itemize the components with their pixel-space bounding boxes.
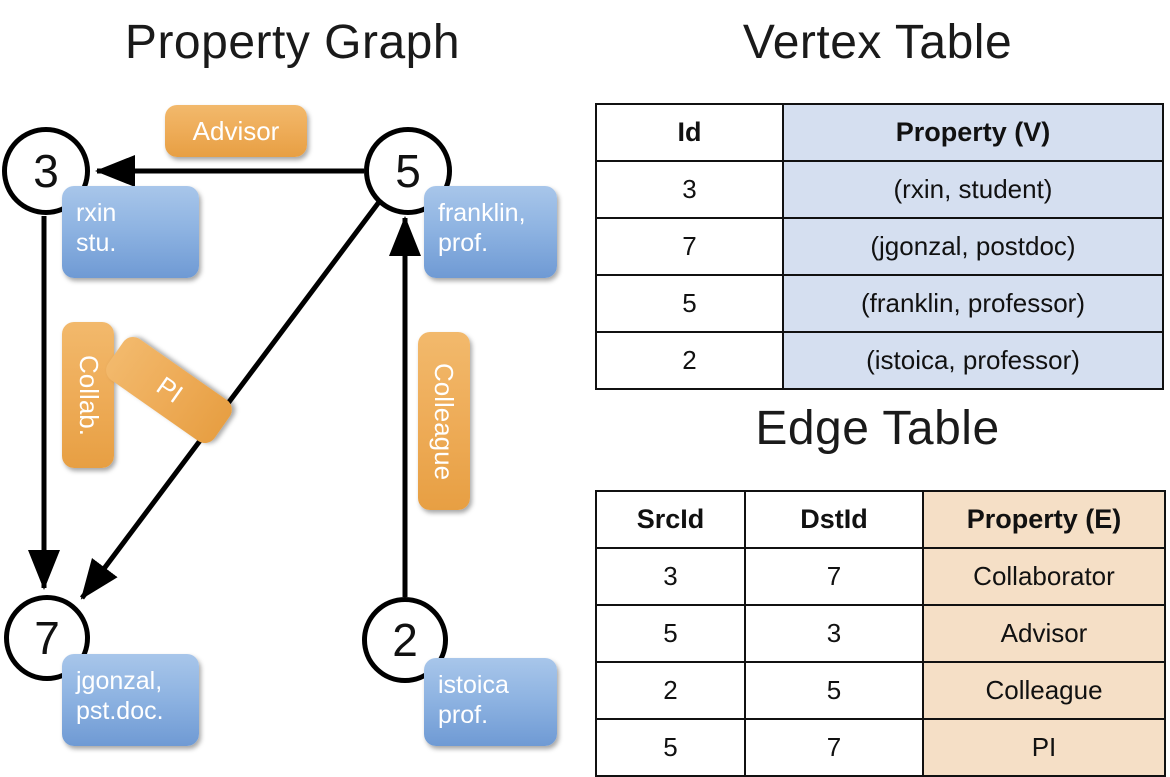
table-row[interactable]: 3 (rxin, student) bbox=[595, 160, 1164, 219]
vertex-property-rxin-line1: rxin bbox=[76, 199, 117, 227]
vertex-property-franklin-line1: franklin, bbox=[438, 199, 526, 227]
edge-cell-dstid: 7 bbox=[744, 718, 924, 777]
edge-cell-srcid: 2 bbox=[595, 661, 746, 720]
edge-cell-property: Colleague bbox=[922, 661, 1166, 720]
edge-cell-srcid: 5 bbox=[595, 604, 746, 663]
edge-label-colleague-text: Colleague bbox=[429, 362, 460, 480]
vertex-cell-id: 2 bbox=[595, 331, 784, 390]
vertex-property-jgonzal-line2: pst.doc. bbox=[76, 697, 164, 725]
edge-label-collab-text: Collab. bbox=[73, 354, 104, 436]
table-row[interactable]: 7 (jgonzal, postdoc) bbox=[595, 217, 1164, 276]
edge-table-header-row: SrcId DstId Property (E) bbox=[595, 490, 1166, 549]
graph-node-2[interactable]: 2 bbox=[362, 597, 448, 683]
edge-table: SrcId DstId Property (E) 3 7 Collaborato… bbox=[595, 490, 1166, 777]
vertex-property-rxin-line2: stu. bbox=[76, 229, 117, 257]
edge-cell-property: Advisor bbox=[922, 604, 1166, 663]
vertex-cell-property: (rxin, student) bbox=[782, 160, 1164, 219]
property-graph-title: Property Graph bbox=[124, 16, 461, 69]
edge-label-collab[interactable]: Collab. bbox=[62, 322, 114, 468]
vertex-table-header-property: Property (V) bbox=[782, 103, 1164, 162]
graph-node-5[interactable]: 5 bbox=[364, 127, 452, 215]
vertex-cell-id: 3 bbox=[595, 160, 784, 219]
property-graph-panel: Property Graph 3 5 7 2 rxin stu. frankli… bbox=[0, 0, 585, 760]
edge-cell-property: PI bbox=[922, 718, 1166, 777]
vertex-property-box-rxin[interactable]: rxin stu. bbox=[62, 186, 199, 278]
vertex-cell-property: (jgonzal, postdoc) bbox=[782, 217, 1164, 276]
vertex-table-header-id: Id bbox=[595, 103, 784, 162]
vertex-cell-property: (istoica, professor) bbox=[782, 331, 1164, 390]
table-row[interactable]: 5 7 PI bbox=[595, 718, 1166, 777]
edge-table-header-property: Property (E) bbox=[922, 490, 1166, 549]
vertex-table: Id Property (V) 3 (rxin, student) 7 (jgo… bbox=[595, 103, 1164, 390]
table-row[interactable]: 5 (franklin, professor) bbox=[595, 274, 1164, 333]
table-row[interactable]: 3 7 Collaborator bbox=[595, 547, 1166, 606]
edge-label-advisor[interactable]: Advisor bbox=[165, 105, 307, 157]
edge-table-title: Edge Table bbox=[755, 402, 1000, 455]
vertex-property-jgonzal-line1: jgonzal, bbox=[76, 667, 163, 695]
edge-cell-srcid: 5 bbox=[595, 718, 746, 777]
edge-label-colleague[interactable]: Colleague bbox=[418, 332, 470, 510]
vertex-cell-property: (franklin, professor) bbox=[782, 274, 1164, 333]
vertex-table-header-row: Id Property (V) bbox=[595, 103, 1164, 162]
vertex-property-istoica-line2: prof. bbox=[438, 701, 489, 729]
vertex-table-title: Vertex Table bbox=[742, 16, 1013, 69]
vertex-property-box-franklin[interactable]: franklin, prof. bbox=[424, 186, 557, 278]
vertex-cell-id: 7 bbox=[595, 217, 784, 276]
vertex-property-box-istoica[interactable]: istoica prof. bbox=[424, 658, 557, 746]
table-row[interactable]: 5 3 Advisor bbox=[595, 604, 1166, 663]
table-row[interactable]: 2 5 Colleague bbox=[595, 661, 1166, 720]
edge-label-pi-text: PI bbox=[150, 370, 188, 409]
edge-cell-property: Collaborator bbox=[922, 547, 1166, 606]
edge-cell-dstid: 3 bbox=[744, 604, 924, 663]
edge-table-header-dstid: DstId bbox=[744, 490, 924, 549]
vertex-property-box-jgonzal[interactable]: jgonzal, pst.doc. bbox=[62, 654, 199, 746]
vertex-property-istoica-line1: istoica bbox=[438, 671, 509, 699]
edge-cell-srcid: 3 bbox=[595, 547, 746, 606]
vertex-property-franklin-line2: prof. bbox=[438, 229, 489, 257]
edge-cell-dstid: 7 bbox=[744, 547, 924, 606]
table-row[interactable]: 2 (istoica, professor) bbox=[595, 331, 1164, 390]
graph-edges bbox=[28, 155, 421, 600]
vertex-cell-id: 5 bbox=[595, 274, 784, 333]
edge-table-header-srcid: SrcId bbox=[595, 490, 746, 549]
edge-5-to-7 bbox=[80, 200, 381, 600]
edge-label-advisor-text: Advisor bbox=[192, 115, 280, 146]
edge-cell-dstid: 5 bbox=[744, 661, 924, 720]
